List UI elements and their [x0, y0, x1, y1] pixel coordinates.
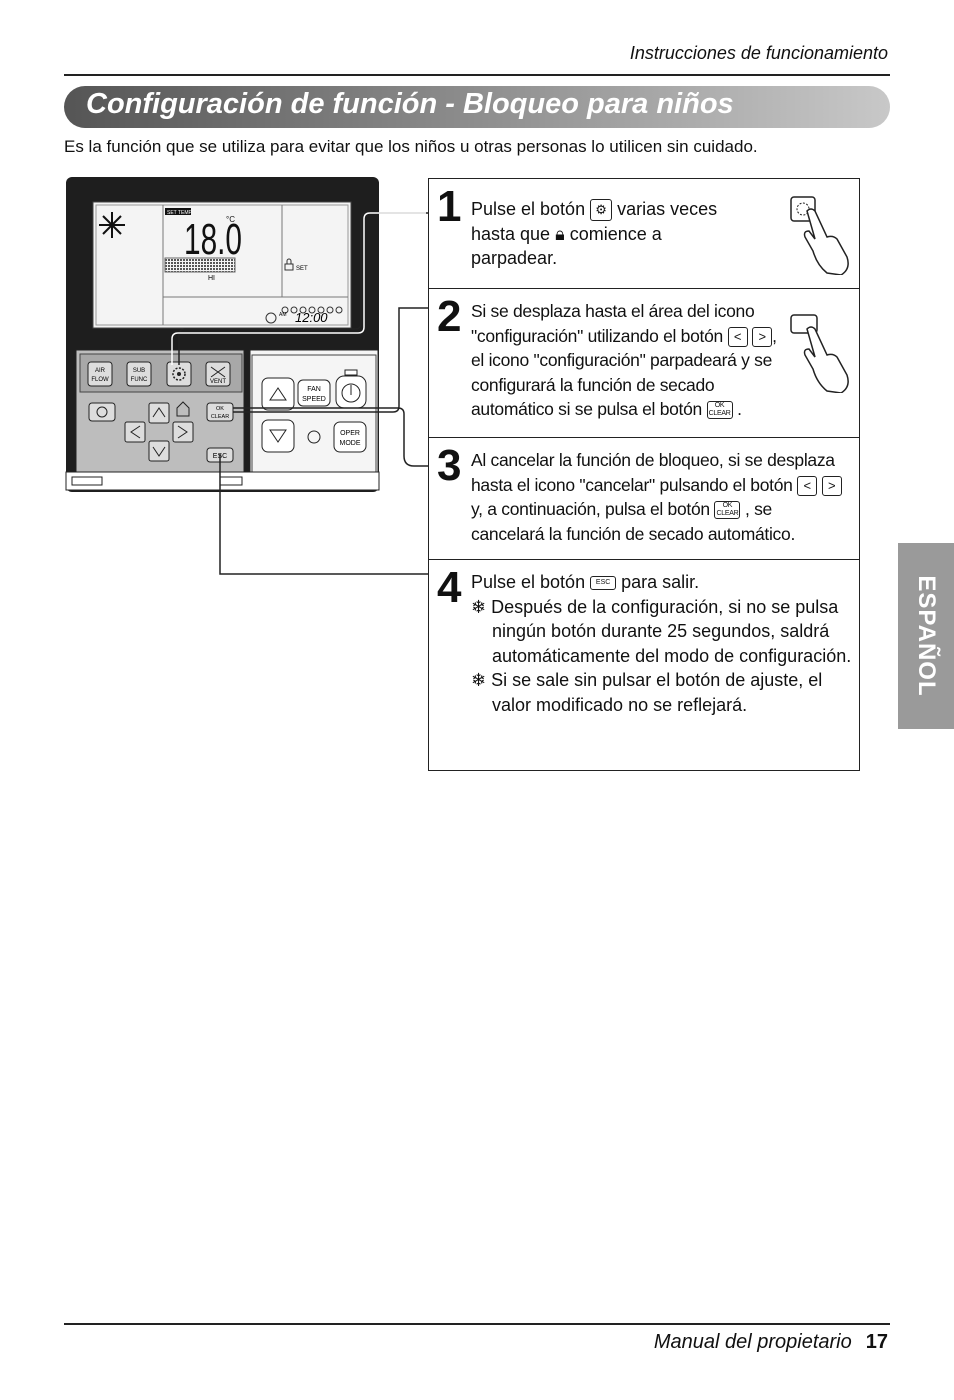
top-rule — [64, 74, 890, 76]
callout-lines — [171, 212, 429, 575]
step-text: cancelará la función de secado automátic… — [471, 523, 796, 544]
step-text: configurará la función de secado — [471, 374, 715, 395]
snowflake-icon — [99, 212, 125, 238]
step-number: 2 — [437, 292, 462, 341]
step-text: Pulse el botón — [471, 572, 586, 592]
timer-button[interactable] — [88, 402, 116, 422]
step-text: el icono "configuración" parpadeará y se — [471, 350, 773, 370]
vent-button[interactable]: VENT — [205, 361, 231, 387]
bottom-rule — [64, 1323, 890, 1325]
section-header: Instrucciones de funcionamiento — [629, 43, 888, 63]
air-flow-button[interactable]: AIR FLOW — [87, 361, 113, 387]
lock-icon: 🔒︎ — [555, 223, 565, 244]
svg-text:OPER: OPER — [340, 430, 360, 437]
step-text: hasta el icono "cancelar" pulsando el bo… — [471, 474, 793, 495]
language-tab — [898, 543, 954, 729]
page-number: 17 — [865, 1331, 888, 1353]
temperature-readout: 18.0 — [184, 215, 242, 264]
fan-level-label: HI — [208, 275, 215, 282]
svg-text:FUNC: FUNC — [131, 377, 148, 383]
step-4: 4 Pulse el botón ESC para salir. ❄︎ Desp… — [429, 560, 859, 770]
right-arrow-button[interactable] — [172, 421, 194, 443]
step-2: 2 Si se desplaza hasta el área del icono… — [429, 289, 859, 438]
footer: Manual del propietario 17 — [654, 1331, 888, 1354]
footer-label: Manual del propietario — [653, 1331, 852, 1353]
set-temp-label: SET TEMP — [167, 210, 192, 216]
ok-clear-button[interactable]: OK CLEAR — [206, 402, 234, 422]
home-icon — [176, 401, 190, 417]
setting-gear-button[interactable] — [166, 361, 192, 387]
note-text: valor modificado no se reflejará. — [492, 694, 748, 715]
oper-mode-button[interactable]: OPER MODE — [333, 421, 367, 453]
step-text: , se — [744, 499, 772, 519]
snowflake-bullet-icon: ❄︎ — [471, 670, 487, 690]
down-arrow-button[interactable] — [148, 440, 170, 462]
clock-am: AM — [279, 312, 287, 318]
svg-text:OK: OK — [216, 406, 224, 412]
step-text: "configuración" utilizando el botón — [471, 325, 723, 346]
left-arrow-button[interactable] — [124, 421, 146, 443]
step-text: varias veces — [617, 199, 718, 219]
temp-unit: °C — [226, 215, 235, 224]
remote-controller-illustration: SET TEMP 18.0 °C HI SET AM 12:00 AIR FLOW… — [65, 177, 429, 575]
svg-text:FAN: FAN — [307, 386, 321, 393]
fan-speed-button[interactable]: FAN SPEED — [297, 379, 331, 407]
left-arrow-icon: < — [727, 326, 748, 347]
gear-icon: ⚙ — [590, 199, 613, 222]
hand-pointer-icon — [790, 196, 849, 275]
step-1: 1 Pulse el botón ⚙ varias veces hasta qu… — [429, 179, 859, 289]
step-number: 3 — [437, 441, 462, 490]
svg-text:CLEAR: CLEAR — [211, 414, 229, 420]
sub-func-button[interactable]: SUB FUNC — [126, 361, 152, 387]
up-arrow-button[interactable] — [148, 402, 170, 424]
note-text: Si se sale sin pulsar el botón de ajuste… — [491, 670, 823, 690]
svg-text:VENT: VENT — [210, 379, 226, 385]
hand-pointer-icon — [790, 314, 849, 393]
indicator-lamp — [307, 430, 321, 444]
temp-up-button[interactable] — [261, 377, 295, 411]
intro-text: Es la función que se utiliza para evitar… — [64, 137, 758, 156]
right-arrow-icon: > — [752, 326, 773, 347]
title-bar — [64, 86, 890, 128]
step-3: 3 Al cancelar la función de bloqueo, si … — [429, 438, 859, 560]
step-text: comience a — [569, 223, 662, 244]
svg-text:FLOW: FLOW — [91, 377, 109, 383]
step-text: , — [772, 325, 777, 346]
svg-text:SUB: SUB — [133, 368, 145, 374]
lock-set-label: SET — [296, 266, 308, 272]
svg-text:SPEED: SPEED — [302, 396, 326, 403]
esc-icon: ESC — [590, 576, 617, 591]
note-text: Después de la configuración, si no se pu… — [491, 596, 839, 617]
step-text: Si se desplaza hasta el área del icono — [471, 301, 755, 321]
clock-readout: 12:00 — [295, 310, 328, 325]
temp-down-button[interactable] — [261, 419, 295, 453]
note-text: ningún botón durante 25 segundos, saldrá — [492, 621, 830, 641]
step-text: para salir. — [621, 572, 700, 592]
step-text: y, a continuación, pulsa el botón — [471, 499, 710, 519]
step-number: 1 — [437, 182, 462, 231]
lock-display-icon — [284, 258, 294, 271]
page-title: Configuración de función - Bloqueo para … — [86, 88, 734, 120]
clock-icon — [265, 312, 277, 324]
step-text: hasta que — [471, 223, 551, 244]
step-text: automático si se pulsa el botón — [471, 399, 702, 419]
step-text: . — [737, 399, 742, 419]
svg-text:MODE: MODE — [340, 440, 361, 447]
step-text: parpadear. — [471, 248, 558, 268]
power-button[interactable] — [335, 369, 367, 409]
left-arrow-icon: < — [797, 475, 818, 496]
snowflake-bullet-icon: ❄︎ — [471, 596, 487, 617]
steps-panel: 1 Pulse el botón ⚙ varias veces hasta qu… — [428, 178, 860, 771]
svg-text:AIR: AIR — [95, 368, 106, 374]
language-tab-label: ESPAÑOL — [913, 575, 940, 697]
step-text: Pulse el botón — [471, 199, 586, 219]
step-number: 4 — [437, 563, 462, 612]
note-text: automáticamente del modo de configuració… — [492, 645, 852, 666]
step-text: Al cancelar la función de bloqueo, si se… — [471, 450, 835, 470]
right-arrow-icon: > — [821, 475, 842, 496]
